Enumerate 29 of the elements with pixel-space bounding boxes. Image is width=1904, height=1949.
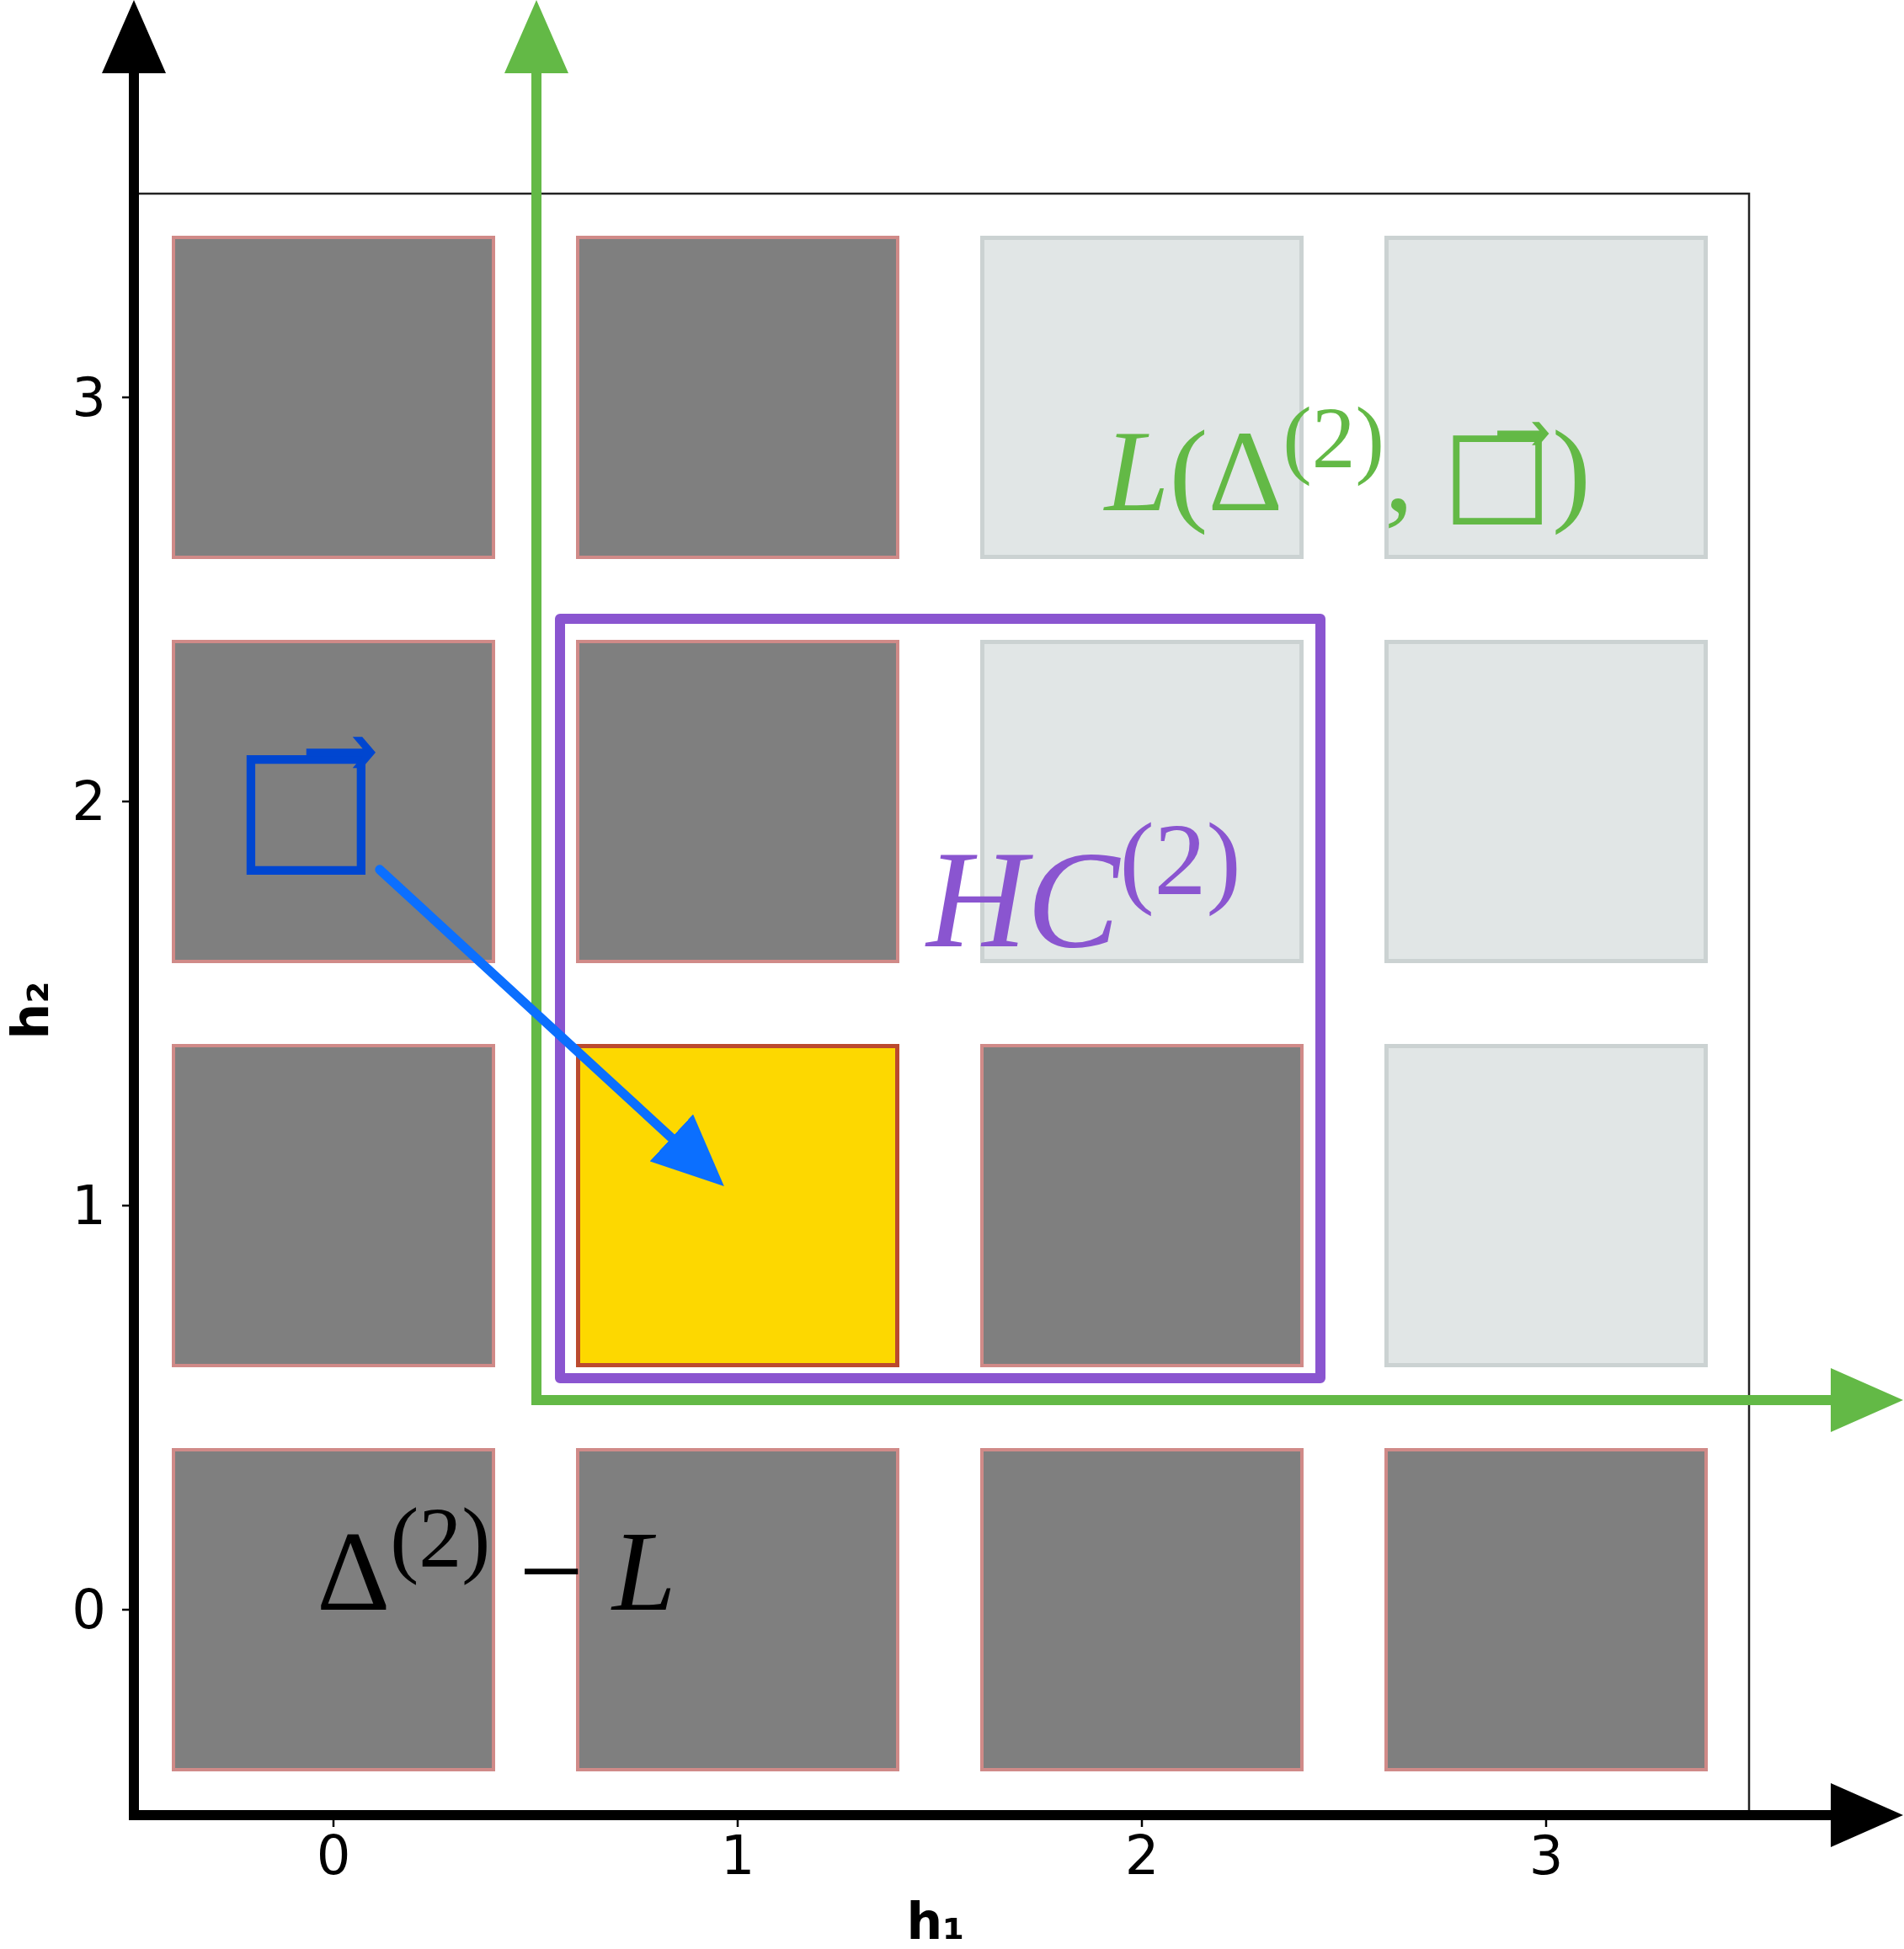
region-frame (555, 614, 1325, 1383)
grid-square (980, 1044, 1304, 1367)
grid-square (576, 236, 899, 559)
tick-label: 2 (1124, 1829, 1160, 1882)
highlighted-square (576, 1044, 899, 1367)
grid-square (980, 1448, 1304, 1771)
grid-square (172, 1448, 495, 1771)
tick-label: 2 (72, 775, 106, 828)
axis-title: h₂ (5, 981, 56, 1040)
grid-square (172, 236, 495, 559)
math-label: HC$^{(2)}$ (924, 800, 1242, 978)
grid-square (1384, 1044, 1708, 1367)
tick-label: 3 (72, 370, 106, 424)
grid-square (172, 1044, 495, 1367)
axis-title: h₁ (906, 1896, 965, 1946)
tick-label: 1 (72, 1179, 106, 1233)
math-label: L(Δ$^{(2)}$, □⃗) (1102, 388, 1592, 538)
tick-label: 0 (72, 1583, 106, 1637)
grid-square (1384, 236, 1708, 559)
tick-label: 3 (1528, 1829, 1564, 1882)
tick-label: 0 (316, 1829, 351, 1882)
vector-symbol: □⃗ (232, 724, 380, 880)
grid-square (576, 640, 899, 963)
arrow (375, 865, 724, 1186)
tick-label: 1 (720, 1829, 755, 1882)
grid-square (172, 640, 495, 963)
math-label: Δ$^{(2)}$ − L (315, 1488, 677, 1636)
grid-square (1384, 640, 1708, 963)
grid-square (1384, 1448, 1708, 1771)
